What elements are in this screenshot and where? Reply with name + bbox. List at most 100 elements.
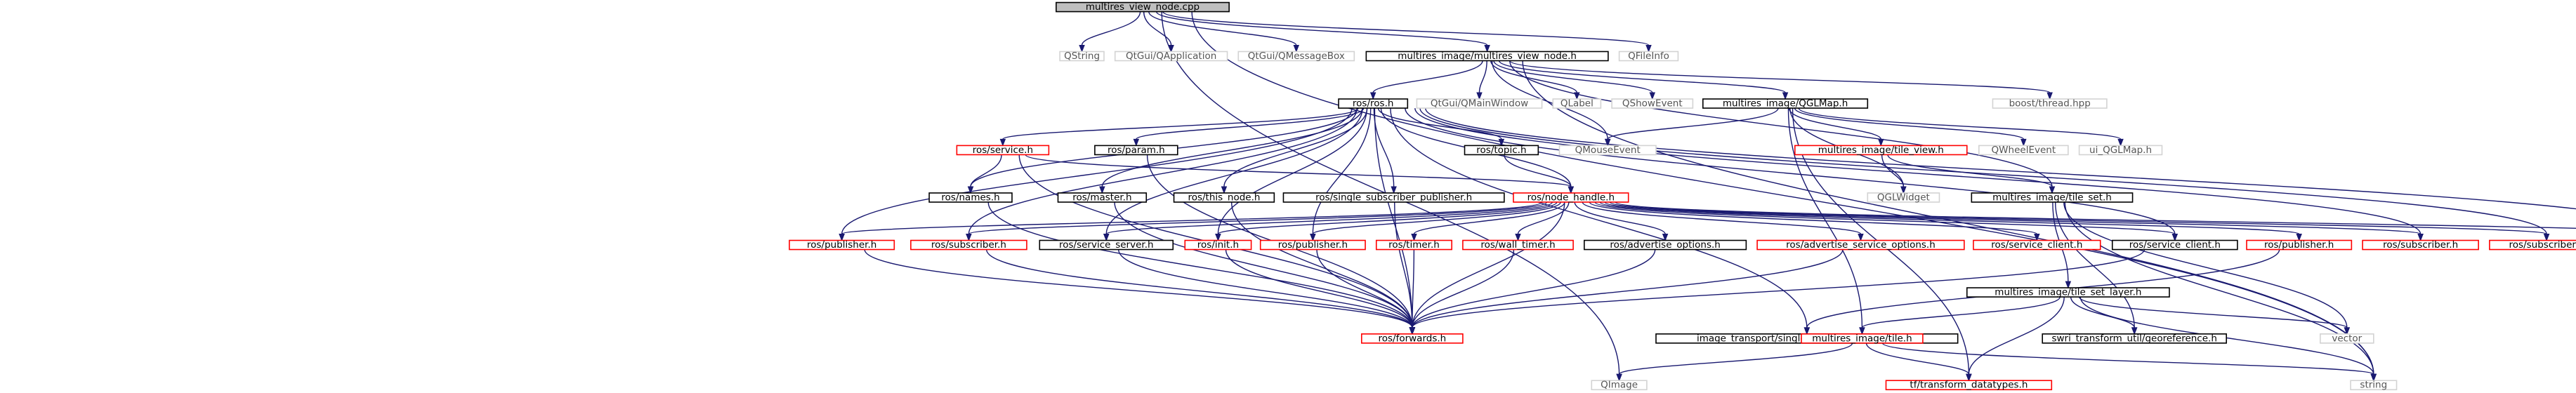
edge-root-to-qmsgbox: [1148, 11, 1300, 53]
edge-arrowhead: [1133, 138, 1140, 147]
node-box: [1114, 51, 1228, 62]
edge-qglmap-to-uiqgl: [1798, 107, 2124, 147]
node-tileh[interactable]: multires_image/tile.h: [1801, 333, 1924, 344]
node-swri[interactable]: swri_transform_util/georeference.h: [2042, 333, 2227, 344]
node-walltimer[interactable]: ros/wall_timer.h: [1462, 239, 1574, 251]
node-param[interactable]: ros/param.h: [1094, 145, 1178, 156]
node-qwheel[interactable]: QWheelEvent: [1978, 145, 2069, 156]
node-qapp[interactable]: QtGui/QApplication: [1114, 51, 1228, 62]
edge-arrowhead: [1662, 234, 1669, 241]
node-master[interactable]: ros/master.h: [1057, 192, 1148, 203]
edge-pub1-to-forwards: [864, 249, 1416, 335]
node-mvn[interactable]: multires_image/multires_view_node.h: [1365, 51, 1609, 62]
edge-line: [1105, 108, 1363, 234]
node-box: [2362, 239, 2479, 251]
node-uiqgl[interactable]: ui_QGLMap.h: [2078, 145, 2163, 156]
node-box: [1885, 380, 2053, 391]
edge-srvclient2-to-forwards: [1409, 249, 2145, 335]
edge-line: [1615, 201, 2576, 229]
node-root[interactable]: multires_view_node.cpp: [1056, 1, 1230, 13]
edge-line: [1589, 201, 2038, 235]
node-box: [1375, 239, 1452, 251]
edge-line: [2054, 201, 2135, 328]
edge-mvn-to-qmainwin: [1476, 60, 1487, 100]
node-ssp[interactable]: ros/single_subscriber_publisher.h: [1282, 192, 1505, 203]
node-init[interactable]: ros/init.h: [1184, 239, 1252, 251]
node-box: [1756, 239, 1965, 251]
node-sub1[interactable]: ros/subscriber.h: [910, 239, 1027, 251]
node-box: [1338, 98, 1409, 109]
node-vector[interactable]: vector: [2320, 333, 2374, 344]
node-label: ros/node_handle.h: [1527, 192, 1615, 203]
edge-line: [1861, 296, 2061, 328]
node-tftypes[interactable]: tf/transform_datatypes.h: [1885, 380, 2053, 391]
edge-line: [1118, 249, 1413, 328]
node-qlabel[interactable]: QLabel: [1552, 98, 1602, 109]
edge-line: [1412, 249, 1515, 328]
node-pub1[interactable]: ros/publisher.h: [789, 239, 895, 251]
node-qmsgbox[interactable]: QtGui/QMessageBox: [1237, 51, 1355, 62]
node-qimage[interactable]: QImage: [1591, 380, 1648, 391]
node-label: ros/advertise_service_options.h: [1786, 239, 1936, 251]
edge-line: [1412, 249, 1656, 328]
node-box: [1365, 51, 1609, 62]
node-boostthread[interactable]: boost/thread.hpp: [1992, 98, 2108, 109]
edge-line: [1316, 249, 1413, 328]
node-qglmap[interactable]: multires_image/QGLMap.h: [1702, 98, 1869, 109]
node-srvclient2[interactable]: ros/service_client.h: [2111, 239, 2238, 251]
edge-rosh-to-thisnode: [1221, 108, 1368, 194]
node-advopt[interactable]: ros/advertise_options.h: [1584, 239, 1747, 251]
node-box: [1558, 145, 1657, 156]
node-tileset[interactable]: multires_image/tile_set.h: [1971, 192, 2134, 203]
node-qglwidget[interactable]: QGLWidget: [1867, 192, 1940, 203]
edge-nodehandle-to-init: [1215, 201, 1558, 241]
node-rosh[interactable]: ros/ros.h: [1338, 98, 1409, 109]
node-nodehandle[interactable]: ros/node_handle.h: [1513, 192, 1629, 203]
edge-arrowhead: [967, 186, 974, 194]
node-label: ros/topic.h: [1476, 145, 1526, 156]
edge-line: [1081, 11, 1141, 46]
node-box: [2078, 145, 2163, 156]
node-qmouse[interactable]: QMouseEvent: [1558, 145, 1657, 156]
node-service[interactable]: ros/service.h: [956, 145, 1050, 156]
node-box: [928, 192, 1013, 203]
node-pub3[interactable]: ros/publisher.h: [2246, 239, 2353, 251]
edge-arrowhead: [1099, 186, 1105, 194]
edge-arrowhead: [1878, 138, 1884, 147]
edge-nodehandle-to-pub1: [839, 201, 1542, 241]
edge-rosh-to-topic: [1377, 107, 1505, 147]
edge-nodehandle-to-srvserver1: [1103, 201, 1553, 241]
edge-advsrvopt-to-forwards: [1409, 249, 1844, 335]
node-tileview[interactable]: multires_image/tile_view.h: [1794, 145, 1968, 156]
node-qstring[interactable]: QString: [1059, 51, 1105, 62]
node-names[interactable]: ros/names.h: [928, 192, 1013, 203]
edge-line: [1787, 108, 1863, 328]
edge-arrowhead: [1293, 44, 1300, 53]
edge-nodehandle-to-walltimer: [1515, 201, 1570, 241]
node-qshowevent[interactable]: QShowEvent: [1611, 98, 1694, 109]
edge-arrowhead: [1782, 92, 1789, 100]
edge-line: [1136, 107, 1365, 140]
node-qfileinfo[interactable]: QFileInfo: [1618, 51, 1679, 62]
node-advsrvopt[interactable]: ros/advertise_service_options.h: [1756, 239, 1965, 251]
node-srvclient1[interactable]: ros/service_client.h: [1973, 239, 2101, 251]
node-tilesetlayer[interactable]: multires_image/tile_set_layer.h: [1966, 287, 2170, 298]
node-label: ros/publisher.h: [2264, 239, 2334, 251]
node-qmainwin[interactable]: QtGui/QMainWindow: [1416, 98, 1543, 109]
node-pub2[interactable]: ros/publisher.h: [1259, 239, 1366, 251]
node-sub3[interactable]: ros/subscriber.h: [2489, 239, 2576, 251]
node-box: [1462, 239, 1574, 251]
node-topic[interactable]: ros/topic.h: [1464, 145, 1539, 156]
node-string[interactable]: string: [2350, 380, 2398, 391]
edge-line: [1002, 107, 1359, 140]
node-label: ros/names.h: [941, 192, 999, 203]
edge-service-to-nodehandle: [1025, 154, 1575, 194]
node-forwards[interactable]: ros/forwards.h: [1361, 333, 1464, 344]
node-timer[interactable]: ros/timer.h: [1375, 239, 1452, 251]
edge-master-to-forwards: [1114, 201, 1416, 335]
edge-arrowhead: [1310, 234, 1316, 241]
edge-arrowhead: [2117, 138, 2124, 147]
node-srvserver1[interactable]: ros/service_server.h: [1039, 239, 1174, 251]
node-thisnode[interactable]: ros/this_node.h: [1173, 192, 1275, 203]
node-sub2[interactable]: ros/subscriber.h: [2362, 239, 2479, 251]
